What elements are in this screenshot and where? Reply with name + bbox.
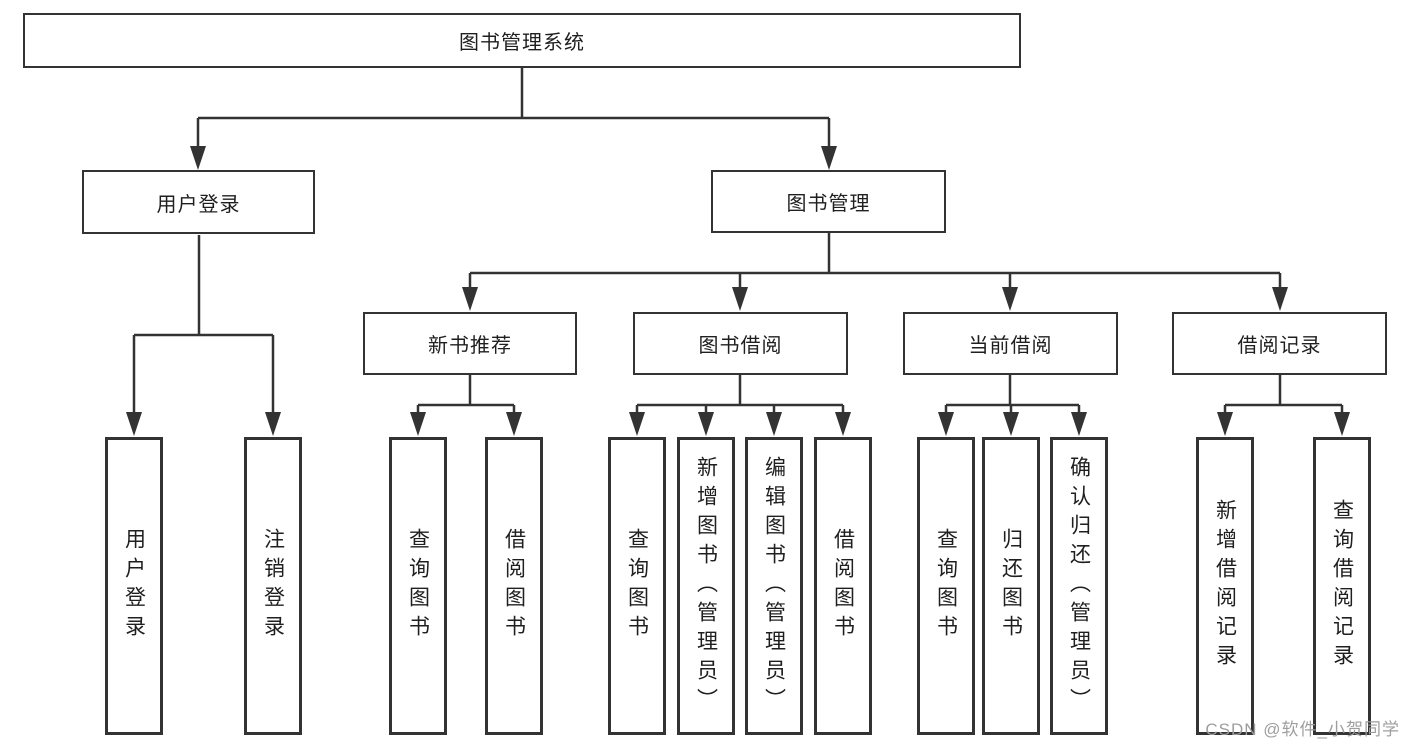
arrowheads xyxy=(126,146,1350,436)
leaf-query-books-borrow: 查询图书 xyxy=(608,437,666,735)
leaf-label: 查询图书 xyxy=(934,528,958,644)
leaf-query-borrow-record: 查询借阅记录 xyxy=(1313,437,1371,735)
leaf-label: 查询图书 xyxy=(406,528,430,644)
node-book-management: 图书管理 xyxy=(711,170,946,233)
node-root-system: 图书管理系统 xyxy=(23,13,1021,68)
leaf-label: 注销登录 xyxy=(261,528,285,644)
leaf-add-book-admin: 新增图书（管理员） xyxy=(677,437,735,735)
leaf-user-login: 用户登录 xyxy=(105,437,163,735)
node-borrow-records: 借阅记录 xyxy=(1172,312,1387,375)
leaf-confirm-return-admin: 确认归还（管理员） xyxy=(1050,437,1108,735)
leaf-label: 编辑图书（管理员） xyxy=(762,455,786,717)
leaf-query-books-current: 查询图书 xyxy=(917,437,975,735)
leaf-return-book: 归还图书 xyxy=(982,437,1040,735)
leaf-label: 查询借阅记录 xyxy=(1330,499,1354,673)
leaf-label: 确认归还（管理员） xyxy=(1067,455,1091,717)
node-new-book-recommend: 新书推荐 xyxy=(363,312,577,375)
leaf-label: 归还图书 xyxy=(999,528,1023,644)
node-user-login: 用户登录 xyxy=(82,170,315,234)
node-current-borrow: 当前借阅 xyxy=(903,312,1118,375)
leaf-label: 借阅图书 xyxy=(502,528,526,644)
leaf-label: 用户登录 xyxy=(122,528,146,644)
leaf-borrow-books-recommend: 借阅图书 xyxy=(485,437,543,735)
leaf-edit-book-admin: 编辑图书（管理员） xyxy=(745,437,803,735)
csdn-watermark: CSDN @软件_小贺同学 xyxy=(1205,720,1400,739)
leaf-add-borrow-record: 新增借阅记录 xyxy=(1196,437,1254,735)
connector-edges xyxy=(132,68,1344,416)
leaf-label: 新增借阅记录 xyxy=(1213,499,1237,673)
leaf-borrow-books: 借阅图书 xyxy=(814,437,872,735)
leaf-query-books-recommend: 查询图书 xyxy=(389,437,447,735)
leaf-label: 借阅图书 xyxy=(831,528,855,644)
node-book-borrow: 图书借阅 xyxy=(633,312,848,375)
leaf-label: 查询图书 xyxy=(625,528,649,644)
leaf-label: 新增图书（管理员） xyxy=(694,455,718,717)
leaf-logout: 注销登录 xyxy=(244,437,302,735)
